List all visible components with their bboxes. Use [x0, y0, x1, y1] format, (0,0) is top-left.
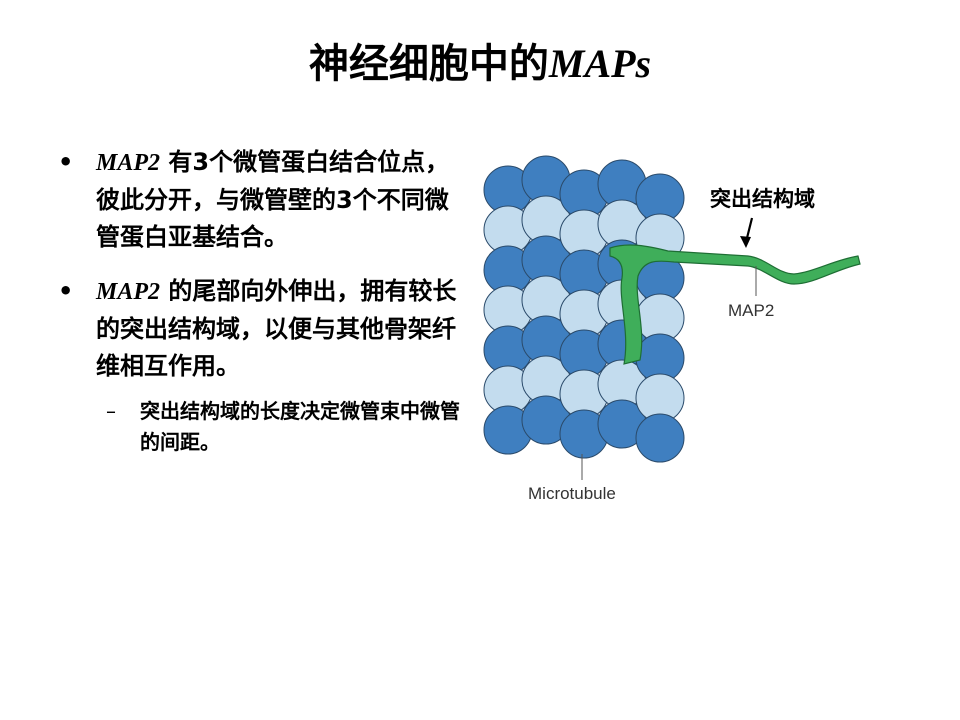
callout-label: 突出结构域	[710, 187, 815, 211]
microtubule-illustration	[483, 155, 861, 480]
bullet-item-1: • MAP2 有3个微管蛋白结合位点，彼此分开，与微管壁的3个不同微管蛋白亚基结…	[58, 144, 463, 256]
bullet-text: 的尾部向外伸出，拥有较长的突出结构域，以便与其他骨架纤维相互作用。	[96, 277, 457, 380]
arrow-down-icon	[740, 217, 754, 248]
bullet-marker: •	[58, 148, 74, 176]
sub-bullet-item: – 突出结构域的长度决定微管束中微管的间距。	[58, 396, 463, 458]
sub-bullet-marker: –	[106, 399, 116, 423]
bullet-text: 有3个微管蛋白结合位点，彼此分开，与微管壁的3个不同微管蛋白亚基结合。	[96, 148, 450, 251]
map2-protein-shape	[609, 244, 861, 365]
microtubule-figure: 突出结构域 MAP2 Microtubule	[478, 138, 868, 518]
map2-label: MAP2	[728, 301, 775, 320]
slide-title-cn: 神经细胞中的	[308, 41, 549, 87]
bullet-item-2: • MAP2 的尾部向外伸出，拥有较长的突出结构域，以便与其他骨架纤维相互作用。	[58, 273, 463, 385]
slide-title: 神经细胞中的MAPs	[0, 36, 960, 92]
sub-bullet-text: 突出结构域的长度决定微管束中微管的间距。	[140, 399, 460, 454]
tubulin-subunits	[483, 155, 685, 463]
bullet-marker: •	[58, 277, 74, 305]
bullet-list: • MAP2 有3个微管蛋白结合位点，彼此分开，与微管壁的3个不同微管蛋白亚基结…	[58, 144, 463, 458]
tubulin-subunit	[635, 413, 685, 463]
bullet-latin-term: MAP2	[96, 150, 161, 176]
microtubule-label: Microtubule	[528, 484, 616, 503]
slide-title-latin: MAPs	[548, 41, 652, 86]
bullet-latin-term: MAP2	[96, 279, 161, 305]
